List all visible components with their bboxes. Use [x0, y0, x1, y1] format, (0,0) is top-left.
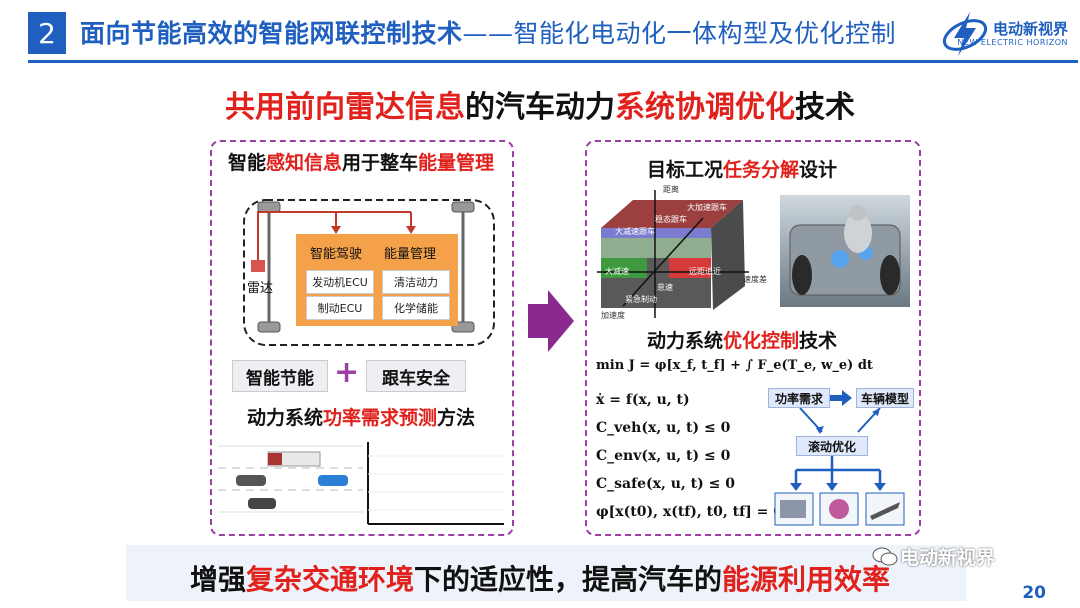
flow-power-demand: 功率需求: [768, 388, 830, 408]
arrow-right-icon: [528, 290, 574, 352]
right-sub-c: 技术: [799, 330, 838, 352]
cell-brake-ecu: 制动ECU: [306, 296, 374, 320]
left-title-a: 智能: [227, 152, 266, 174]
header-title-sub: 智能化电动化一体构型及优化控制: [513, 19, 897, 48]
left-sub-a: 动力系统: [246, 407, 323, 429]
task-decomposition-diagram: 距离 大加速跟车 稳态跟车 大减速跟车 大减速 远距追近 怠速 紧急制动 加速度…: [593, 182, 777, 324]
header-title-main: 面向节能高效的智能网联控制技术: [80, 19, 463, 48]
right-sub-a: 动力系统: [646, 330, 723, 352]
header-rule: [28, 60, 1078, 63]
left-subtitle: 动力系统功率需求预测方法: [212, 403, 510, 430]
flow-rolling-optimization: 滚动优化: [796, 436, 868, 456]
label-big-decel-follow: 大减速跟车: [615, 227, 655, 236]
bottom-part3: 下的适应性，提高汽车的: [414, 563, 723, 596]
cell-clean-power: 清洁动力: [382, 270, 450, 294]
main-title-part3: 系统协调优化: [615, 90, 795, 125]
left-panel-title: 智能感知信息用于整车能量管理: [212, 148, 510, 175]
label-big-decel: 大减速: [605, 267, 629, 276]
equation-dynamics: ẋ = f(x, u, t): [596, 392, 690, 408]
left-title-d: 能量管理: [418, 152, 495, 174]
bottom-part4: 能源利用效率: [722, 563, 891, 596]
label-far-approach: 远距追近: [689, 267, 721, 276]
right-title-a: 目标工况: [646, 159, 723, 181]
main-title: 共用前向雷达信息的汽车动力系统协调优化技术: [0, 82, 1080, 126]
section-number: 2: [28, 12, 66, 54]
bottom-part1: 增强: [189, 563, 246, 596]
label-steady-follow: 稳态跟车: [655, 215, 687, 224]
vehicle-render-image: [780, 195, 910, 307]
plus-icon: +: [334, 355, 360, 390]
left-sub-b: 功率需求预测: [322, 407, 437, 429]
logo-text: 电动新视界: [992, 20, 1068, 38]
left-title-b: 感知信息: [265, 152, 342, 174]
left-title-c: 用于整车: [342, 152, 419, 174]
label-accel: 加速度: [601, 311, 625, 320]
bottom-part2: 复杂交通环境: [245, 563, 414, 596]
logo-icon: [942, 12, 988, 56]
watermark-text: 电动新视界: [900, 547, 996, 569]
label-distance: 距离: [663, 185, 679, 194]
tag-smart-energy: 智能节能: [232, 360, 328, 392]
main-title-part2: 的汽车动力: [465, 90, 615, 125]
controller-head-driving: 智能驾驶: [310, 247, 363, 262]
logo-subtext: NEW ELECTRIC HORIZON: [957, 38, 1068, 47]
flow-bidirectional-arrows: [799, 408, 881, 434]
page-number: 20: [1022, 583, 1046, 603]
cell-engine-ecu: 发动机ECU: [306, 270, 374, 294]
main-title-part1: 共用前向雷达信息: [225, 90, 465, 125]
header-title-dash: ——: [462, 19, 514, 48]
wechat-icon: [872, 547, 898, 566]
tag-follow-safety: 跟车安全: [366, 360, 466, 392]
equation-objective: min J = φ[x_f, t_f] + ∫ F_e(T_e, w_e) dt: [596, 358, 873, 373]
component-thumbnails: [774, 492, 905, 526]
left-sub-c: 方法: [437, 407, 476, 429]
right-panel-title: 目标工况任务分解设计: [587, 155, 897, 182]
label-speed-diff: 速度差: [743, 275, 767, 284]
bottom-band: [126, 545, 966, 601]
arrow-right-small-icon: [830, 390, 852, 406]
label-idle: 怠速: [657, 283, 673, 292]
flow-branch-arrows: [790, 456, 886, 491]
right-sub-b: 优化控制: [722, 330, 799, 352]
page-header-title: 面向节能高效的智能网联控制技术——智能化电动化一体构型及优化控制: [80, 14, 896, 50]
label-big-accel-follow: 大加速跟车: [687, 203, 727, 212]
equation-safe-constraint: C_safe(x, u, t) ≤ 0: [596, 476, 735, 492]
equation-boundary: φ[x(t0), x(tf), t0, tf] = 0: [596, 504, 783, 520]
equation-env-constraint: C_env(x, u, t) ≤ 0: [596, 448, 731, 464]
traffic-scene: [218, 442, 504, 525]
right-subtitle: 动力系统优化控制技术: [587, 326, 897, 353]
right-title-c: 设计: [799, 159, 838, 181]
right-title-b: 任务分解: [722, 159, 799, 181]
label-emergency-brake: 紧急制动: [625, 295, 657, 304]
radar-label: 雷达: [247, 281, 274, 296]
vehicle-chassis-diagram: [243, 199, 495, 346]
flow-vehicle-model: 车辆模型: [856, 388, 914, 408]
main-title-part4: 技术: [795, 90, 855, 125]
controller-head-energy: 能量管理: [384, 247, 437, 262]
bottom-conclusion: 增强复杂交通环境下的适应性，提高汽车的能源利用效率: [0, 558, 1080, 598]
equation-veh-constraint: C_veh(x, u, t) ≤ 0: [596, 420, 731, 436]
cell-chem-storage: 化学储能: [382, 296, 450, 320]
